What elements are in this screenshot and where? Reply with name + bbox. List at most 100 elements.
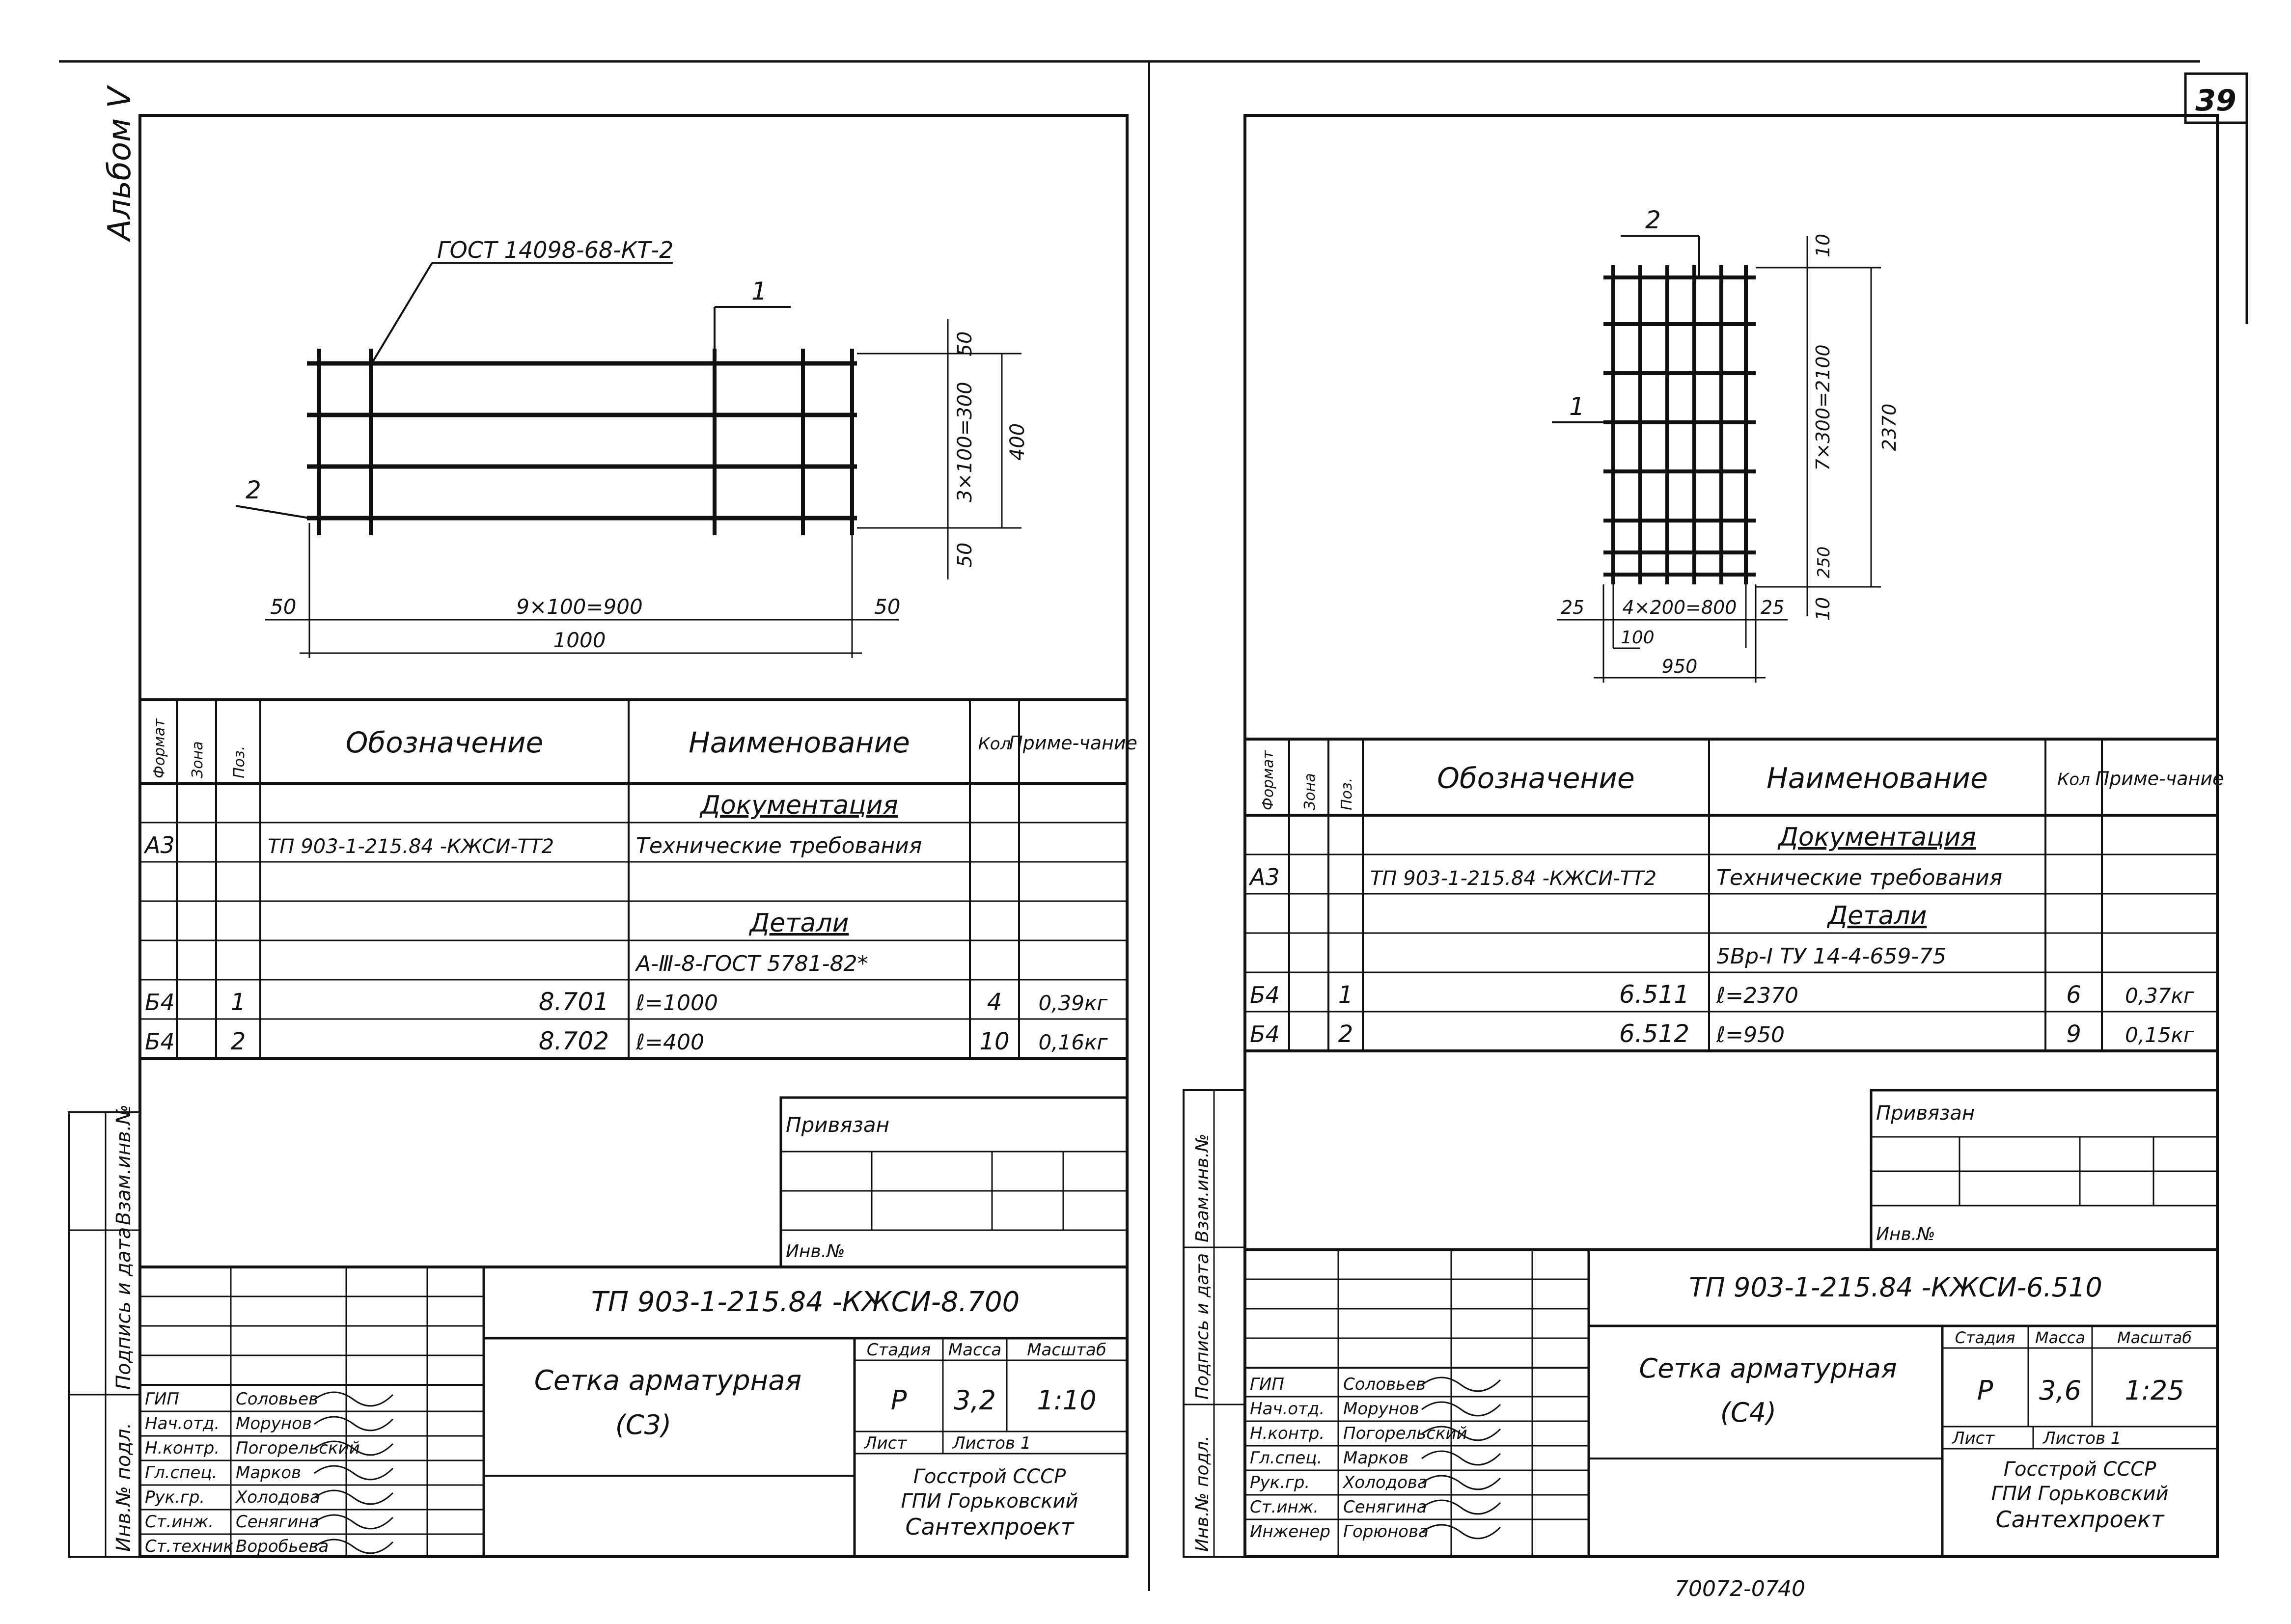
staff-role: ГИП xyxy=(1250,1375,1284,1394)
side-vzam: Взам.инв.№ xyxy=(112,1104,135,1225)
privyazan-label: Привязан xyxy=(786,1113,889,1137)
dim-bottom-10: 10 xyxy=(1812,597,1834,621)
org-line-1: Госстрой СССР xyxy=(913,1465,1066,1488)
signature-mark xyxy=(1421,1499,1501,1515)
staff-role: Инженер xyxy=(1250,1522,1330,1541)
scale-value: 1:10 xyxy=(1037,1385,1096,1416)
dim-right-50: 50 xyxy=(874,595,900,619)
staff-role: Нач.отд. xyxy=(145,1414,220,1433)
privyazan-block-left: Привязан Инв.№ xyxy=(779,1096,1129,1268)
footer-page: 40 xyxy=(1778,1576,1805,1601)
staff-role: Гл.спец. xyxy=(1250,1448,1322,1468)
signature-mark xyxy=(314,1440,394,1456)
mesh-drawing-c4: 2 1 10 7×300=2100 2370 250 10 25 4×200=8… xyxy=(1552,206,1900,683)
dim-bottom-50: 50 xyxy=(954,543,976,568)
staff-name: Сенягина xyxy=(1343,1497,1427,1517)
signature-mark xyxy=(314,1489,394,1505)
page-number: 39 xyxy=(2195,83,2236,118)
dim-height: 400 xyxy=(1006,423,1029,461)
spec-cell-name: Технические требования xyxy=(1716,865,2002,890)
spec-cell-name: Детали xyxy=(1827,901,1927,931)
signature-mark xyxy=(314,1416,394,1431)
staff-role: Рук.гр. xyxy=(1250,1473,1310,1492)
spec-header-qty: Кол xyxy=(2057,770,2090,790)
spec-header-zone: Зона xyxy=(189,741,206,778)
dim-bar-spacing-right: 4×200=800 xyxy=(1623,597,1737,618)
stage-label-right: Стадия xyxy=(1955,1328,2015,1347)
spec-cell-name: ℓ=950 xyxy=(1716,1022,1785,1047)
side-inv-podl-right: Инв.№ подл. xyxy=(1192,1435,1213,1552)
privyazan-label-right: Привязан xyxy=(1876,1102,1975,1125)
spec-cell-name: ℓ=400 xyxy=(635,1030,704,1055)
scale-label-right: Масштаб xyxy=(2117,1328,2192,1347)
title-block-left: ТП 903-1-215.84 -КЖСИ-8.700 Сетка армату… xyxy=(138,1266,1129,1558)
dim-right-25: 25 xyxy=(1761,597,1784,618)
drawing-title-right: Сетка арматурная xyxy=(1639,1353,1897,1384)
spec-cell-format: Б4 xyxy=(1250,1021,1280,1047)
dim-100: 100 xyxy=(1621,628,1655,648)
spec-cell-note: 0,16кг xyxy=(1039,1030,1108,1054)
signature-mark xyxy=(314,1465,394,1481)
pos-1-label-right: 1 xyxy=(1569,392,1585,421)
spec-header-format: Формат xyxy=(1260,750,1277,810)
staff-name: Марков xyxy=(1343,1448,1408,1468)
side-podpis-right: Подпись и дата xyxy=(1192,1253,1213,1400)
staff-role: Нач.отд. xyxy=(1250,1399,1325,1419)
spec-header-note: Приме-чание xyxy=(2096,768,2224,790)
spec-cell-name: Детали xyxy=(749,908,849,938)
org-line-1-right: Госстрой СССР xyxy=(2004,1458,2156,1481)
staff-name: Погорельский xyxy=(236,1438,360,1458)
sheet-label-right: Лист xyxy=(1951,1429,1995,1448)
title-block-right: ТП 903-1-215.84 -КЖСИ-6.510 Сетка армату… xyxy=(1243,1248,2219,1558)
signature-mark xyxy=(314,1514,394,1530)
signature-mark xyxy=(1421,1376,1501,1392)
drawing-subtitle: (С3) xyxy=(615,1409,671,1440)
signature-mark xyxy=(1421,1475,1501,1490)
signature-mark xyxy=(314,1391,394,1407)
side-vzam-right: Взам.инв.№ xyxy=(1192,1133,1213,1242)
staff-name: Морунов xyxy=(1343,1399,1419,1419)
staff-name: Горюнова xyxy=(1343,1522,1429,1541)
spec-cell-name: ℓ=2370 xyxy=(1716,983,1798,1008)
dim-left-50: 50 xyxy=(270,595,296,619)
pos-2-label-right: 2 xyxy=(1645,206,1661,234)
staff-name: Марков xyxy=(236,1463,301,1483)
spec-cell-name: Документация xyxy=(1777,823,1976,852)
sheets-label: Листов 1 xyxy=(952,1433,1031,1453)
sheets-label-right: Листов 1 xyxy=(2042,1429,2121,1448)
spec-cell-format: Б4 xyxy=(145,1028,175,1055)
staff-role: Ст.техник xyxy=(145,1537,234,1556)
spec-cell-pos: 1 xyxy=(231,989,246,1016)
scale-value-right: 1:25 xyxy=(2125,1375,2184,1406)
org-line-2: ГПИ Горьковский xyxy=(901,1490,1078,1513)
staff-role: Рук.гр. xyxy=(145,1487,205,1507)
spec-cell-format: Б4 xyxy=(1250,982,1280,1008)
spec-cell-qty: 4 xyxy=(987,989,1002,1016)
mass-value: 3,2 xyxy=(954,1385,996,1416)
spec-cell-note: 0,39кг xyxy=(1039,991,1108,1015)
spec-header-zone: Зона xyxy=(1301,773,1319,810)
mass-label: Масса xyxy=(948,1340,1001,1360)
signature-mark xyxy=(1421,1524,1501,1540)
spec-header-pos: Поз. xyxy=(231,746,248,778)
spec-header-format: Формат xyxy=(151,718,168,778)
spec-header-note: Приме-чание xyxy=(1009,732,1137,754)
spec-cell-note: 0,37кг xyxy=(2125,984,2195,1008)
staff-role: Ст.инж. xyxy=(1250,1497,1319,1517)
spec-cell-designation: 6.511 xyxy=(1619,980,1689,1009)
staff-name: Погорельский xyxy=(1343,1424,1467,1443)
spec-cell-designation: ТП 903-1-215.84 -КЖСИ-ТТ2 xyxy=(1370,867,1656,890)
spec-cell-designation: 8.702 xyxy=(539,1027,609,1055)
inv-no-label: Инв.№ xyxy=(786,1241,845,1262)
stage-value-right: Р xyxy=(1977,1375,1993,1406)
dim-spacing-v-right: 7×300=2100 xyxy=(1812,344,1834,470)
drawing-title: Сетка арматурная xyxy=(534,1365,801,1397)
stage-value: Р xyxy=(891,1385,907,1416)
inv-no-label-right: Инв.№ xyxy=(1876,1224,1935,1244)
right-sheet: Взам.инв.№ Подпись и дата Инв.№ подл. 2 xyxy=(1183,114,2224,1558)
